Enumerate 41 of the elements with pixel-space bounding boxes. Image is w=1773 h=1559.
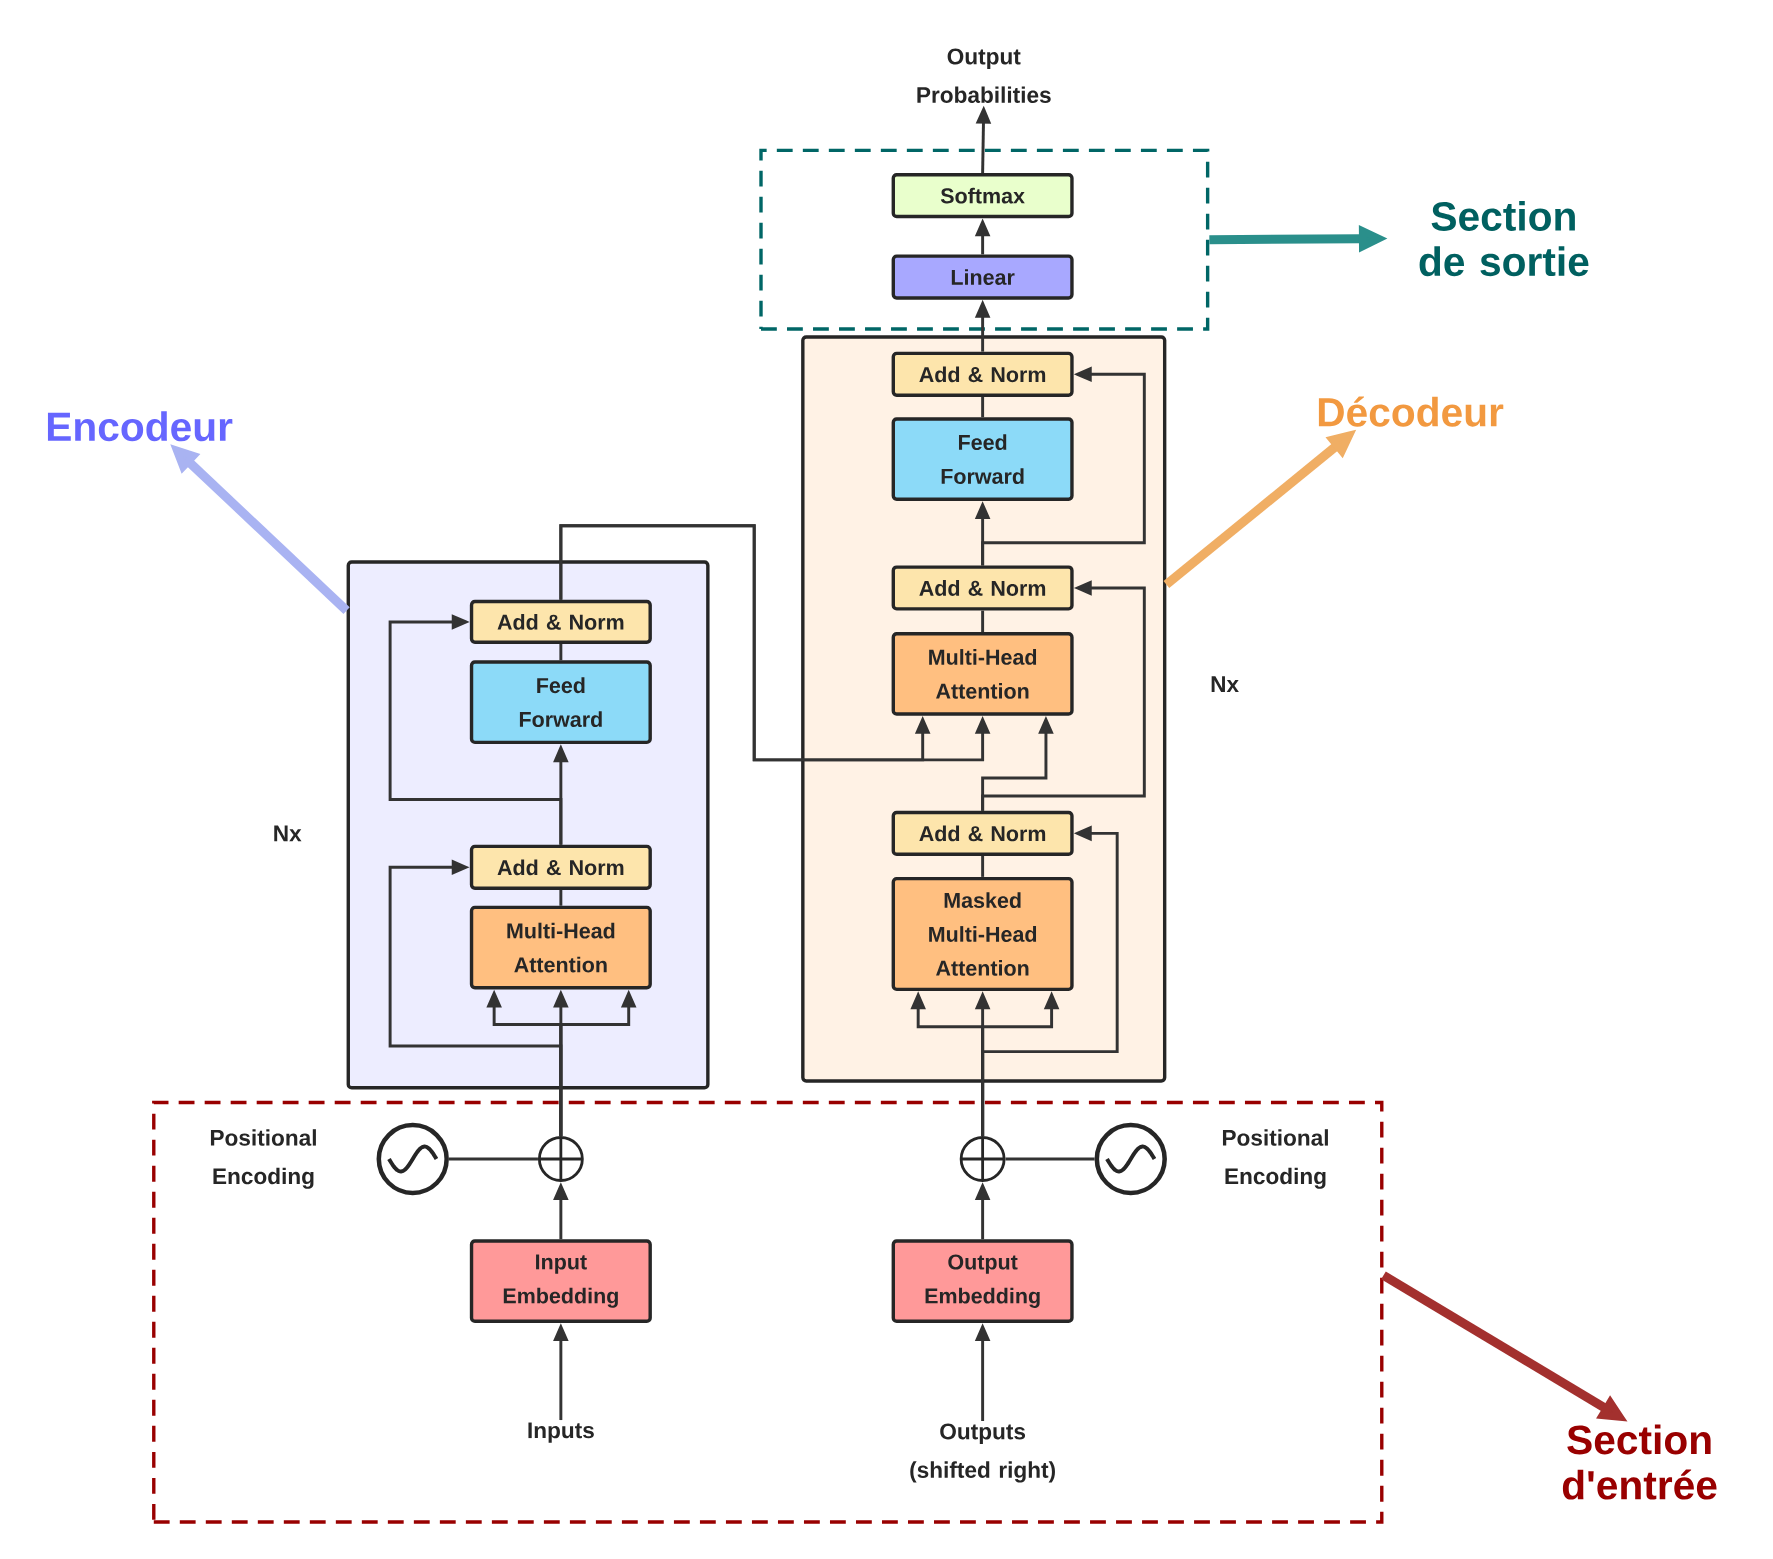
output-label: Output Probabilities [917, 48, 1051, 103]
arrow [388, 859, 563, 1136]
process-box: Add & Norm [469, 844, 652, 890]
connector-line [559, 643, 563, 661]
section-label: Encodeur [47, 411, 233, 442]
connector-line [981, 855, 985, 877]
section-label: Décodeur [1318, 396, 1504, 427]
process-box: Feed Forward [469, 660, 652, 744]
process-box: Input Embedding [469, 1239, 652, 1323]
connector-line [981, 396, 985, 418]
process-box: Add & Norm [891, 565, 1074, 611]
process-box: Feed Forward [891, 417, 1074, 501]
output-label: Outputs (shifted right) [910, 1423, 1055, 1483]
dashed-frame [152, 1100, 1384, 1524]
section-label: Section de sortie [1419, 200, 1589, 276]
process-box: Multi-Head Attention [469, 905, 652, 990]
sum-symbol [537, 1135, 584, 1182]
sine-wave-symbol [376, 1122, 449, 1196]
arrow [981, 580, 1146, 811]
process-box: Output Embedding [891, 1239, 1074, 1323]
process-box: Masked Multi-Head Attention [891, 876, 1074, 991]
connector-line [559, 889, 563, 906]
repeat-label: Nx [1211, 676, 1239, 692]
connector-line [1005, 1157, 1095, 1161]
connector-line [448, 1157, 538, 1161]
process-box: Add & Norm [469, 599, 652, 644]
process-box: Add & Norm [891, 351, 1074, 397]
sum-symbol [959, 1135, 1006, 1182]
arrow [388, 614, 563, 845]
connector-line [981, 610, 985, 632]
section-label: Section d'entrée [1562, 1424, 1717, 1500]
encoding-label: Positional Encoding [210, 1129, 316, 1189]
encoding-label: Positional Encoding [1222, 1129, 1328, 1189]
input-label: Inputs [528, 1422, 594, 1443]
process-box: Softmax [891, 172, 1074, 219]
sine-wave-symbol [1094, 1122, 1167, 1196]
process-box: Add & Norm [891, 810, 1074, 856]
dashed-frame [759, 148, 1210, 331]
process-box: Multi-Head Attention [891, 631, 1074, 716]
process-box: Linear [891, 254, 1074, 300]
repeat-label: Nx [274, 825, 302, 841]
